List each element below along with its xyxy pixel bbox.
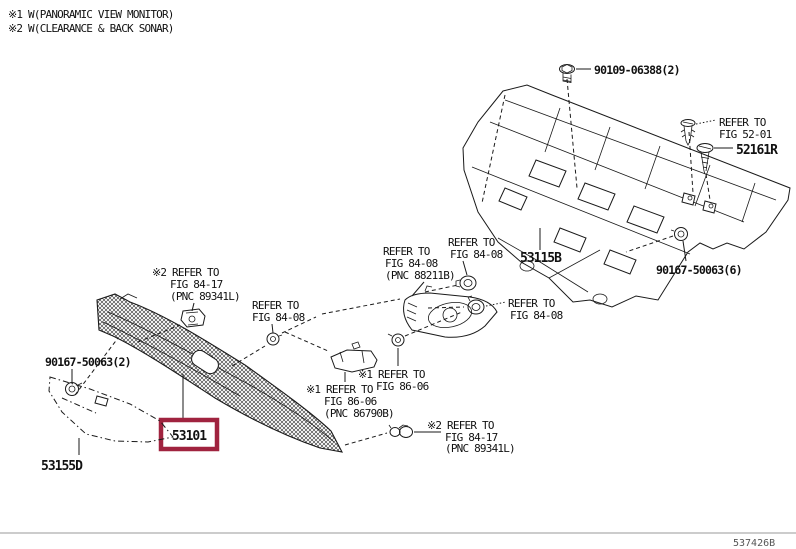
drawing-number: 537426B: [733, 538, 775, 549]
sensor-8417-icon: [388, 424, 413, 438]
label-90167-2: 90167-50063(2): [45, 355, 131, 369]
under-cover-drawing: [462, 84, 791, 308]
grommet-left-icon: [65, 382, 83, 396]
leader-8408-upper: [462, 260, 468, 276]
grommet-8408-left-icon: [266, 332, 283, 346]
label-8606-line2: FIG 86-06: [376, 380, 429, 393]
label-fig52-line1: REFER TO: [719, 116, 766, 129]
leader-88211b: [411, 281, 425, 297]
label-8408-left-line2: FIG 84-08: [252, 311, 305, 324]
clip-8408-lower-icon: [467, 295, 485, 315]
clip-fig52-icon: [680, 119, 696, 146]
label-8417-lower-line2: FIG 84-17: [445, 431, 498, 444]
leader-8408-left: [271, 323, 274, 334]
grommet-right-icon: [670, 227, 688, 241]
label-90109: 90109-06388(2): [594, 63, 680, 77]
label-86790b-line1: ※1 REFER TO: [306, 383, 373, 396]
leader-fig52: [695, 119, 717, 125]
note-panoramic-monitor: ※1 W(PANORAMIC VIEW MONITOR): [8, 8, 174, 21]
projection-clip52: [688, 131, 694, 194]
leader-8417-upper: [191, 302, 195, 312]
label-88211b-line2: FIG 84-08: [385, 257, 438, 270]
label-8417-lower-line1: ※2 REFER TO: [427, 419, 494, 432]
label-88211b-line1: REFER TO: [383, 245, 430, 258]
label-8408-left-line1: REFER TO: [252, 299, 299, 312]
label-53115b: 53115B: [520, 251, 562, 266]
grommet-8606-icon: [387, 333, 405, 347]
projection-screw: [705, 173, 711, 201]
screw-52161r-icon: [696, 143, 714, 175]
label-8417-upper-line1: ※2 REFER TO: [152, 266, 219, 279]
label-86790b-line3: (PNC 86790B): [324, 407, 394, 420]
label-86790b-line2: FIG 86-06: [324, 395, 377, 408]
clip-8408-upper-icon: [455, 275, 477, 291]
label-8417-lower-line3: (PNC 89341L): [445, 442, 515, 455]
camera-bracket-icon: [330, 341, 378, 373]
projection-grommet-right: [625, 235, 674, 253]
label-8408-upper-line1: REFER TO: [448, 236, 495, 249]
molding-drawing: [48, 376, 174, 443]
leader-90167-6: [682, 240, 687, 262]
fog-bracket-icon: [403, 285, 498, 338]
label-8417-upper-line3: (PNC 89341L): [170, 290, 240, 303]
assembly-projection-lines: [74, 284, 465, 446]
label-8408-lower-line1: REFER TO: [508, 297, 555, 310]
projection-bolt: [566, 78, 578, 189]
clip-8417-upper-icon: [180, 308, 206, 328]
label-53155d: 53155D: [41, 459, 83, 474]
label-8417-upper-line2: FIG 84-17: [170, 278, 223, 291]
highlighted-callout-53101[interactable]: 53101: [158, 417, 220, 452]
label-8606-line1: ※1 REFER TO: [358, 368, 425, 381]
label-8408-upper-line2: FIG 84-08: [450, 248, 503, 261]
leader-8408-lower: [485, 301, 507, 307]
label-88211b-line3: (PNC 88211B): [385, 269, 455, 282]
grille-drawing: [96, 293, 344, 453]
label-52161r: 52161R: [736, 143, 778, 158]
label-53101[interactable]: 53101: [172, 429, 208, 444]
label-90167-6: 90167-50063(6): [656, 263, 742, 277]
note-clearance-sonar: ※2 W(CLEARANCE & BACK SONAR): [8, 22, 174, 35]
label-fig52-line2: FIG 52-01: [719, 128, 772, 141]
label-8408-lower-line2: FIG 84-08: [510, 309, 563, 322]
